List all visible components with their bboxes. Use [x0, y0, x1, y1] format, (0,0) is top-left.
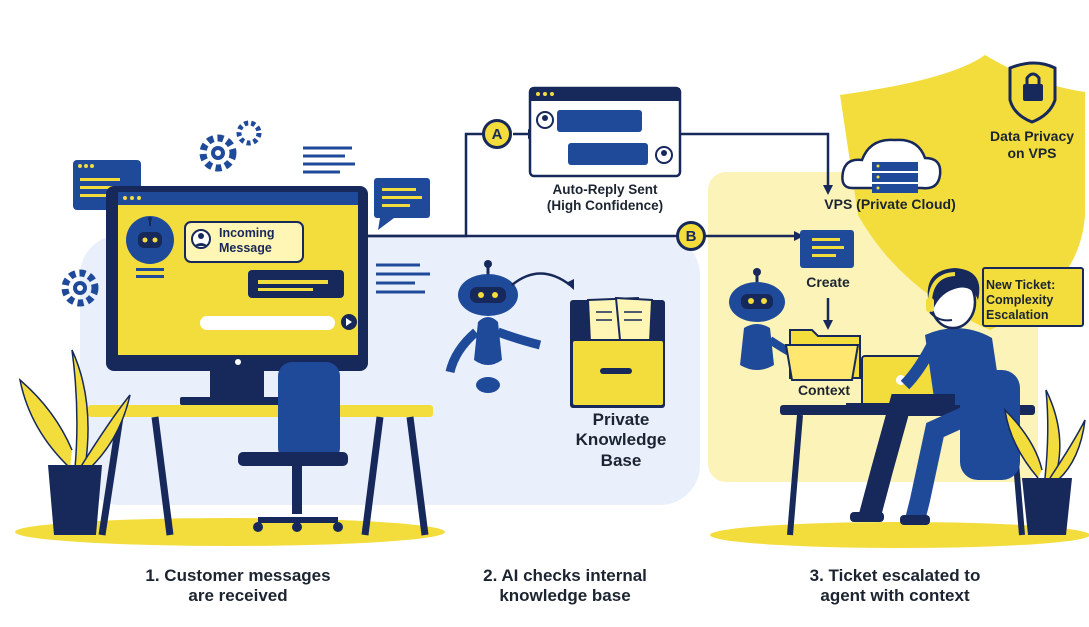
ground-right	[710, 522, 1089, 548]
support-agent	[850, 268, 1020, 525]
desk	[88, 405, 433, 536]
text-lines-icon	[303, 146, 430, 294]
step-2-label: 2. AI checks internal knowledge base	[483, 566, 647, 606]
auto-reply-window	[528, 86, 682, 178]
gear-icon	[61, 269, 99, 307]
auto-reply-label: Auto-Reply Sent (High Confidence)	[546, 182, 664, 214]
lock-icon	[1008, 61, 1057, 124]
arc-arrow	[511, 272, 571, 286]
message-input-field	[200, 314, 357, 330]
headset-icon	[928, 272, 956, 301]
arrow-head	[823, 320, 833, 330]
robot-icon	[445, 260, 542, 393]
robot-icon	[729, 268, 797, 370]
new-ticket-label: New Ticket: Complexity Escalation	[986, 278, 1056, 322]
create-label: Create	[806, 274, 850, 290]
data-privacy-label: Data Privacy on VPS	[989, 128, 1075, 161]
folder-icon	[570, 296, 665, 408]
privacy-shield	[840, 55, 1085, 330]
gear-icon	[199, 134, 237, 172]
plant-icon	[18, 349, 131, 535]
knowledge-base-label: Private Knowledge Base	[575, 410, 667, 470]
cloud-server-icon	[841, 138, 942, 193]
plant-icon	[1003, 389, 1086, 535]
folder-icon	[784, 329, 861, 381]
branch-b-badge: B	[676, 221, 706, 251]
incoming-message-bubble	[184, 221, 304, 263]
context-label: Context	[797, 382, 851, 398]
robot-avatar	[126, 216, 174, 278]
arrow-head	[794, 231, 804, 241]
incoming-message-label: Incoming Message	[219, 226, 275, 255]
ticket-icon	[800, 230, 854, 268]
arrow-head	[566, 279, 574, 290]
branch-a-badge: A	[482, 119, 512, 149]
new-ticket-note-box	[982, 267, 1084, 327]
office-chair	[238, 362, 348, 532]
arrow-head	[823, 185, 833, 195]
gear-icon	[236, 120, 262, 146]
chat-bubble-icon	[374, 178, 430, 230]
step-3-label: 3. Ticket escalated to agent with contex…	[809, 566, 981, 606]
vps-label: VPS (Private Cloud)	[824, 196, 956, 212]
reply-bubble	[248, 270, 344, 298]
step-1-label: 1. Customer messages are received	[145, 566, 331, 606]
